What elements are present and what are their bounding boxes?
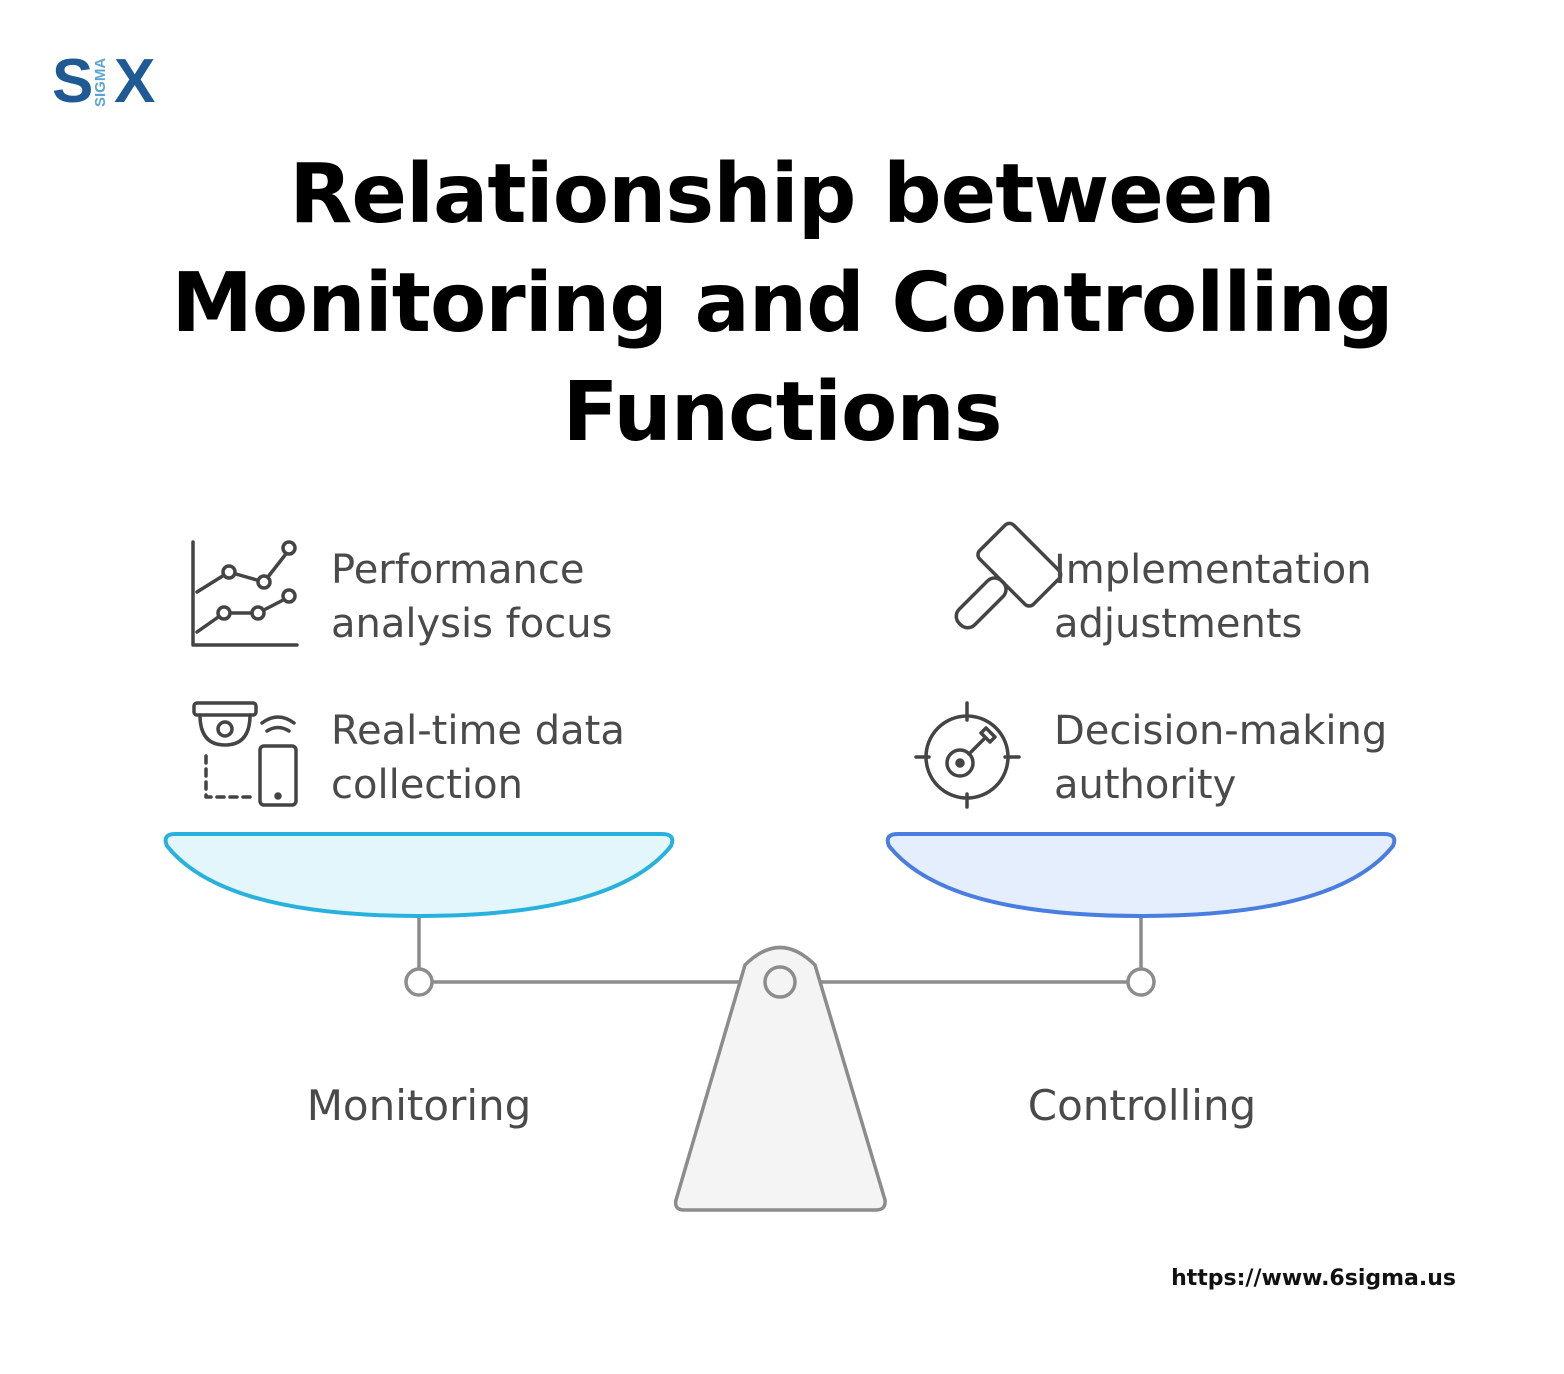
logo-letter-s: S bbox=[52, 47, 94, 116]
target-key-icon bbox=[914, 701, 1021, 809]
item-line-2: collection bbox=[331, 762, 523, 808]
monitoring-label: Monitoring bbox=[306, 1081, 532, 1130]
item-line-2: authority bbox=[1054, 762, 1237, 808]
item-line-1: Implementation bbox=[1054, 547, 1372, 593]
page-title: Relationship between Monitoring and Cont… bbox=[0, 140, 1564, 467]
title-line-3: Functions bbox=[562, 365, 1002, 460]
logo: S SIGMA X bbox=[52, 47, 164, 116]
item-line-1: Performance bbox=[331, 547, 585, 593]
title-line-1: Relationship between bbox=[289, 147, 1276, 242]
controlling-pan bbox=[885, 832, 1397, 918]
item-line-2: analysis focus bbox=[331, 601, 613, 647]
item-line-2: adjustments bbox=[1054, 601, 1303, 647]
right-hanger-joint bbox=[1126, 967, 1156, 997]
monitoring-item-performance: Performance analysis focus bbox=[331, 543, 612, 651]
hammer-icon bbox=[954, 521, 1063, 630]
controlling-item-implementation: Implementation adjustments bbox=[1054, 543, 1372, 651]
footer-url: https://www.6sigma.us bbox=[1171, 1266, 1456, 1291]
item-line-1: Decision-making bbox=[1054, 708, 1388, 754]
beam-pivot bbox=[763, 965, 797, 999]
monitoring-item-realtime: Real-time data collection bbox=[331, 704, 625, 812]
left-hanger-joint bbox=[404, 967, 434, 997]
monitoring-pan bbox=[163, 832, 675, 918]
line-chart-icon bbox=[191, 540, 299, 647]
title-line-2: Monitoring and Controlling bbox=[171, 256, 1393, 351]
controlling-label: Controlling bbox=[1027, 1081, 1257, 1130]
camera-phone-icon bbox=[192, 701, 298, 807]
controlling-item-decision: Decision-making authority bbox=[1054, 704, 1387, 812]
item-line-1: Real-time data bbox=[331, 708, 625, 754]
scale-stand bbox=[673, 945, 887, 1212]
logo-letter-x: X bbox=[114, 47, 156, 116]
